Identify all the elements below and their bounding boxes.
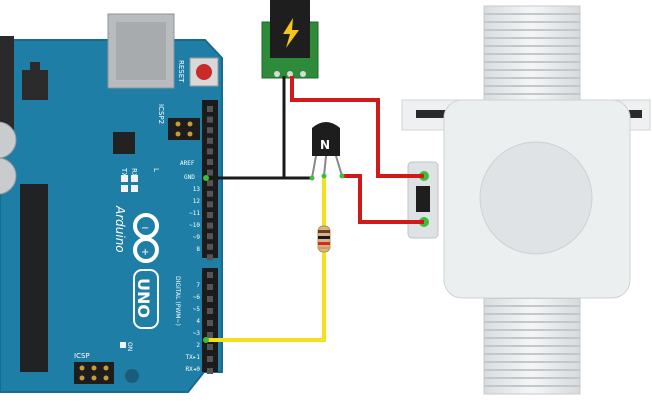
header-pin	[207, 137, 213, 144]
header-pin	[207, 368, 213, 374]
reset-label: RESET	[177, 60, 185, 83]
microcontroller-chip	[20, 184, 48, 372]
pin-label: ~5	[193, 306, 201, 313]
capacitor	[0, 157, 17, 195]
gnd-pin-connection	[203, 175, 209, 181]
icsp2-header	[168, 118, 200, 140]
pin2-connection	[203, 337, 209, 343]
red-wire-transistor-to-valve	[342, 174, 424, 224]
lightning-bolt-icon	[283, 18, 299, 48]
yellow-wire-pin2	[206, 250, 326, 342]
gnd-label: GND	[184, 174, 195, 181]
header-pin	[207, 344, 213, 350]
header-pin	[207, 222, 213, 229]
valve-bottom-thread	[483, 289, 581, 395]
transistor-label: N	[320, 138, 330, 152]
wires	[206, 76, 424, 342]
icsp2-label: ICSP2	[157, 104, 165, 124]
pin-label: ~11	[189, 210, 200, 217]
pin-label: 2	[196, 342, 200, 349]
pin-label: 8	[196, 246, 200, 253]
header-pin	[207, 127, 213, 134]
pin-label: TX▸1	[186, 354, 201, 361]
header-pin	[207, 284, 213, 290]
header-pin	[207, 212, 213, 218]
header-pin	[207, 243, 213, 250]
l-led-label: L	[152, 168, 160, 172]
digital-label: DIGITAL (PWM~)	[174, 276, 181, 326]
board-model: UNO	[134, 278, 153, 318]
header-pin	[207, 159, 213, 165]
header-pin	[207, 233, 213, 240]
pin-label: 4	[196, 318, 200, 325]
icsp-label: ICSP	[74, 352, 90, 360]
header-pin	[207, 116, 213, 123]
header-pin	[207, 180, 213, 187]
red-wire-jack-to-valve	[290, 76, 424, 178]
infinity-logo-icon: − +	[133, 213, 159, 263]
solenoid-valve	[401, 5, 651, 395]
pin-label: 7	[196, 282, 200, 289]
svg-text:+: +	[141, 247, 149, 258]
header-pin	[207, 190, 213, 197]
header-pin	[207, 272, 213, 278]
header-pin	[207, 308, 213, 314]
header-pin	[207, 148, 213, 155]
header-pin	[207, 254, 213, 261]
pin-label: 13	[193, 186, 201, 193]
header-pin	[207, 106, 213, 112]
dc-power-jack	[261, 0, 319, 79]
pin-label: 12	[193, 198, 201, 205]
rx-led-label: RX	[130, 168, 138, 178]
tx-led-label: TX	[120, 167, 128, 177]
pin-label: ~10	[189, 222, 200, 229]
svg-text:−: −	[141, 223, 149, 234]
header-pin	[207, 332, 213, 338]
uno-badge: UNO	[133, 269, 159, 329]
pin-label: RX◂0	[186, 366, 201, 373]
capacitor	[0, 121, 17, 159]
usb-chip	[113, 132, 135, 154]
valve-coil	[479, 141, 593, 255]
header-pin	[207, 201, 213, 208]
npn-transistor: N	[309, 122, 345, 181]
on-label: ON	[126, 342, 133, 351]
pin-label: ~9	[193, 234, 201, 241]
pin-label: ~3	[193, 330, 201, 337]
header-pin	[207, 320, 213, 326]
header-pin	[207, 356, 213, 362]
resistor	[317, 225, 331, 253]
aref-label: AREF	[180, 160, 195, 167]
board-name: Arduino	[113, 205, 127, 253]
header-pin	[207, 296, 213, 302]
pin-label: ~6	[193, 294, 201, 301]
arduino-board: RESET ICSP2 TX RX L − + Arduino UNO	[0, 13, 223, 393]
header-pin	[207, 169, 213, 176]
board-power-jack	[0, 36, 14, 136]
icsp-header	[74, 362, 114, 384]
